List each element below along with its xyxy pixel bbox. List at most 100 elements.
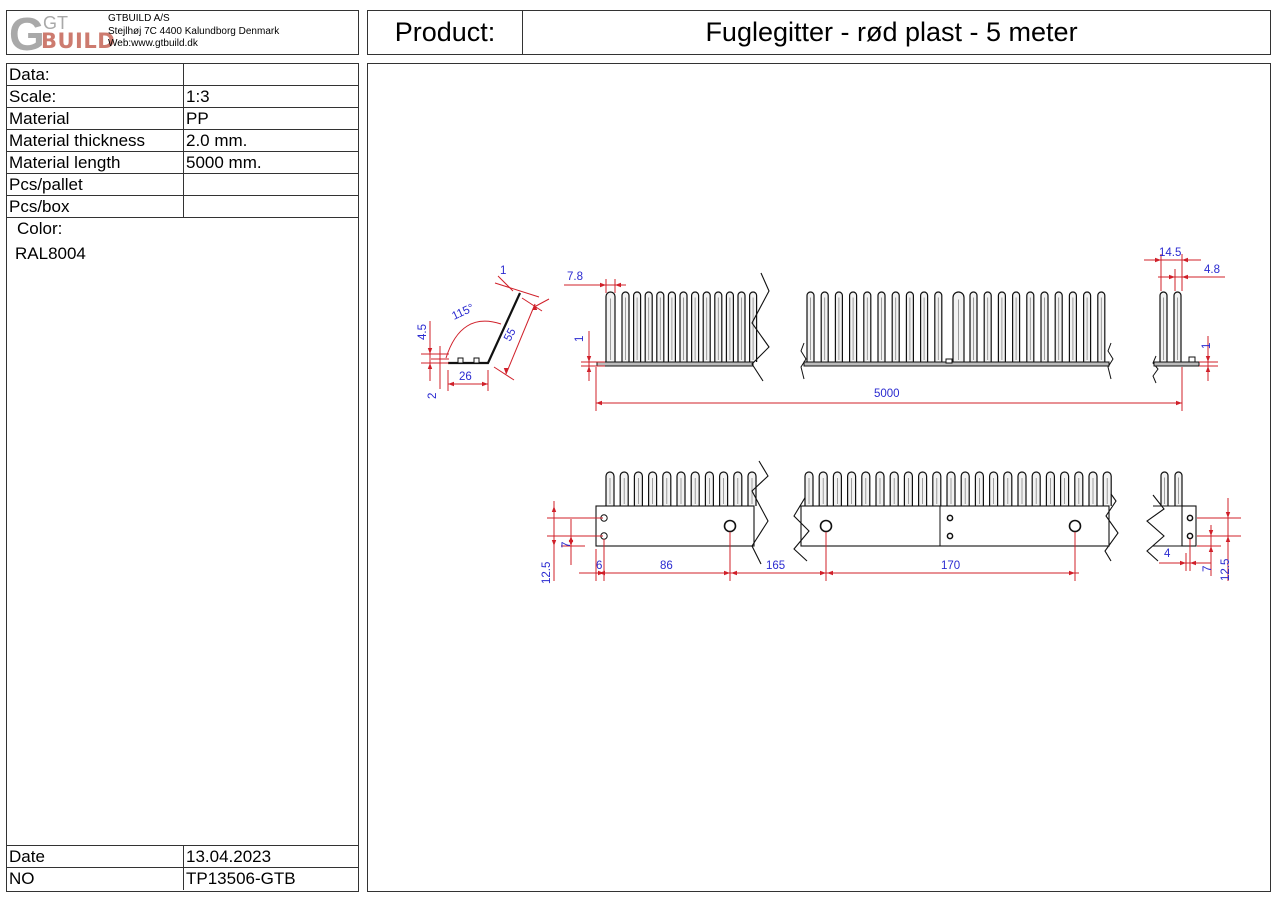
product-label: Product: [368,11,523,54]
dim-front-hole-gap: 165 [766,560,785,572]
dim-line-leg [505,303,536,375]
dim-front-end-offset: 4 [1164,548,1171,560]
footer-value: 13.04.2023 [183,846,358,867]
spec-table: Data: Scale: 1:3 Material PP Material th… [6,63,359,892]
break-line-front-left [751,460,769,565]
company-info: GTBUILD A/S Stejlhøj 7C 4400 Kalundborg … [108,13,279,51]
dim-arrow [568,540,574,546]
company-web: Web:www.gtbuild.dk [108,38,198,49]
joint-clip [945,358,953,364]
dim-arrow [1182,257,1188,263]
spec-value [183,196,358,217]
spec-row-pcs-pallet: Pcs/pallet [7,174,358,196]
dimension-lines [421,254,1241,581]
spec-row-material: Material PP [7,108,358,130]
dim-arrow [503,368,509,374]
dim-front-strip-height: 12.5 [541,562,553,584]
break-line-front-mid-left [793,490,810,562]
dim-arrow [1208,530,1214,536]
spec-key: Pcs/box [9,197,70,216]
break-line-right [1152,355,1159,384]
spec-row-pcs-box: Pcs/box [7,196,358,218]
company-header: G GT BUILD GTBUILD A/S Stejlhøj 7C 4400 … [6,8,359,60]
dim-arrow [724,570,730,576]
dim-profile-angle: 115° [450,302,476,323]
dim-arrow [1069,570,1075,576]
joint-hole [946,532,954,540]
dim-front-hole-offset: 6 [596,560,602,572]
base-strip-right [1153,361,1200,367]
dim-side-end-spacing: 14.5 [1159,247,1181,259]
dim-profile-height: 4.5 [417,324,429,340]
front-strip-end [1181,505,1197,547]
product-header: Product: Fuglegitter - rød plast - 5 met… [367,10,1271,55]
dim-arrow [427,363,433,369]
footer-value: TP13506-GTB [183,868,358,890]
dim-arrow [596,400,602,406]
front-strip-mid [800,505,1110,547]
spec-value: 2.0 mm. [183,130,358,151]
spec-value: 1:3 [183,86,358,107]
ext-line [535,298,550,307]
break-line-front-mid-right [1104,493,1119,562]
dim-arrow [731,570,737,576]
logo-letter-g: G [9,8,45,60]
dim-profile-base-width: 26 [459,371,472,383]
dim-arrow [598,570,604,576]
footer-row-no: NO TP13506-GTB [7,868,358,890]
front-strip-left [595,505,755,547]
company-address: Stejlhøj 7C 4400 Kalundborg Denmark [108,25,280,37]
base-strip-left [596,361,754,367]
drawing-canvas: 1 115° 55 26 4.5 2 7.8 1 5000 14.5 4.8 1… [417,247,1241,584]
break-line-mid-left [800,342,807,380]
break-line-front-right [1146,494,1165,562]
dim-front-hole-pitch: 7 [561,542,573,548]
footer-rows: Date 13.04.2023 NO TP13506-GTB [7,845,358,891]
dim-arrow [600,282,606,288]
color-label: Color: [17,219,63,238]
spec-row-thickness: Material thickness 2.0 mm. [7,130,358,152]
dim-arrow [482,381,488,387]
dim-arrow [551,540,557,546]
dim-line-tip [494,282,540,298]
dim-arrow [1180,560,1186,566]
dim-front-hole-spacing: 170 [941,560,960,572]
end-hole [1186,532,1194,540]
dim-arrow [1225,536,1231,542]
end-hole [1186,514,1194,522]
technical-drawing: 1 115° 55 26 4.5 2 7.8 1 5000 14.5 4.8 1… [367,63,1271,892]
dim-arrow [427,348,433,354]
dim-profile-tip-thickness: 1 [500,265,506,277]
footer-key: NO [9,869,35,888]
base-strip-mid [803,361,1110,367]
ext-line-tip [521,297,543,312]
spec-value [183,64,358,85]
dim-side-base-height: 1 [574,336,586,342]
spec-key: Material [9,109,70,128]
spec-row-data: Data: [7,64,358,86]
dim-arrow [1190,560,1196,566]
dim-side-end-offset: 4.8 [1204,264,1220,276]
dim-arrow [820,570,826,576]
spec-row-scale: Scale: 1:3 [7,86,358,108]
part-geometry [448,272,1200,565]
dim-arrow [1208,546,1214,552]
dim-profile-leg-length: 55 [502,326,519,343]
dim-front-end-hole-pitch: 7 [1202,566,1214,572]
dim-profile-thickness: 2 [427,393,439,399]
color-value: RAL8004 [15,244,86,263]
ext-line [497,275,514,292]
dim-side-pitch: 7.8 [567,271,583,283]
dim-arrow [448,381,454,387]
mount-hole [1068,519,1082,533]
dim-arc-angle [445,320,502,359]
footer-row-date: Date 13.04.2023 [7,846,358,868]
spec-key: Data: [9,65,50,84]
spec-key: Pcs/pallet [9,175,83,194]
dim-arrow [1182,274,1188,280]
gtbuild-logo: G GT BUILD [9,8,115,60]
profile-clip [473,357,480,364]
dim-arrow [1205,366,1211,372]
dim-front-end-strip-height: 12.5 [1220,559,1232,581]
dim-side-end-base-height: 1 [1201,343,1213,349]
